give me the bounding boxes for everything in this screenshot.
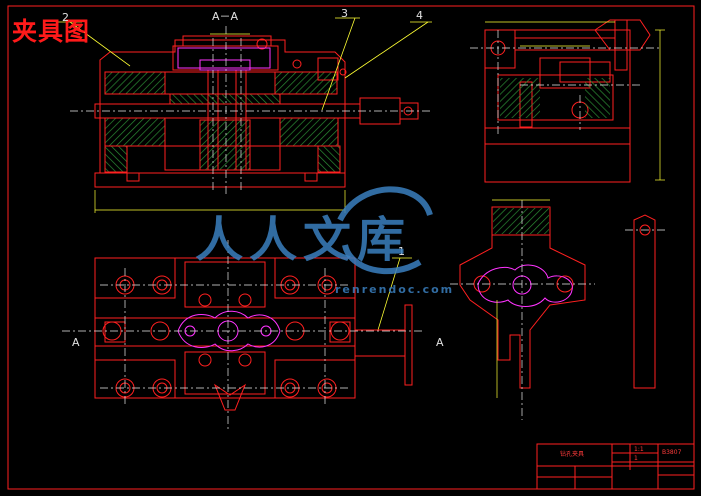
side-dimensions	[485, 21, 665, 181]
side-hatch	[500, 78, 610, 118]
title-block-scale: 1:1	[634, 446, 644, 453]
callout-2: 2	[62, 11, 69, 24]
title-block-qty: 1	[634, 455, 638, 462]
callout-4: 4	[416, 9, 423, 22]
drawing-frame	[7, 5, 695, 490]
front-workpiece	[177, 47, 271, 71]
detail-view	[459, 206, 656, 389]
section-label: A－A	[212, 10, 239, 23]
plan-view	[94, 257, 413, 411]
plan-bolts	[102, 275, 350, 398]
detail-centerlines	[450, 200, 665, 420]
section-mark-left: A	[72, 336, 80, 349]
title-block-name: 钻孔夹具	[560, 451, 585, 458]
side-view	[484, 19, 651, 183]
detail-hatch	[493, 208, 549, 234]
watermark-logo	[337, 186, 433, 275]
detail-workpiece	[477, 264, 573, 307]
watermark-sub: renrendoc.com	[335, 283, 455, 296]
drawing-title: 夹具图	[12, 17, 91, 46]
callout-1: 1	[398, 245, 405, 258]
callout-3: 3	[341, 7, 348, 20]
plan-centerlines	[62, 240, 425, 430]
title-block-drawing-no: B3807	[662, 449, 682, 456]
front-centerlines	[70, 26, 430, 195]
section-mark-right: A	[436, 336, 444, 349]
side-centerlines	[470, 30, 660, 135]
detail-dimensions	[492, 199, 550, 398]
front-section-view	[94, 35, 419, 188]
front-dimension	[94, 33, 346, 213]
watermark-main: 人人文库	[195, 212, 412, 268]
title-block	[536, 443, 695, 490]
